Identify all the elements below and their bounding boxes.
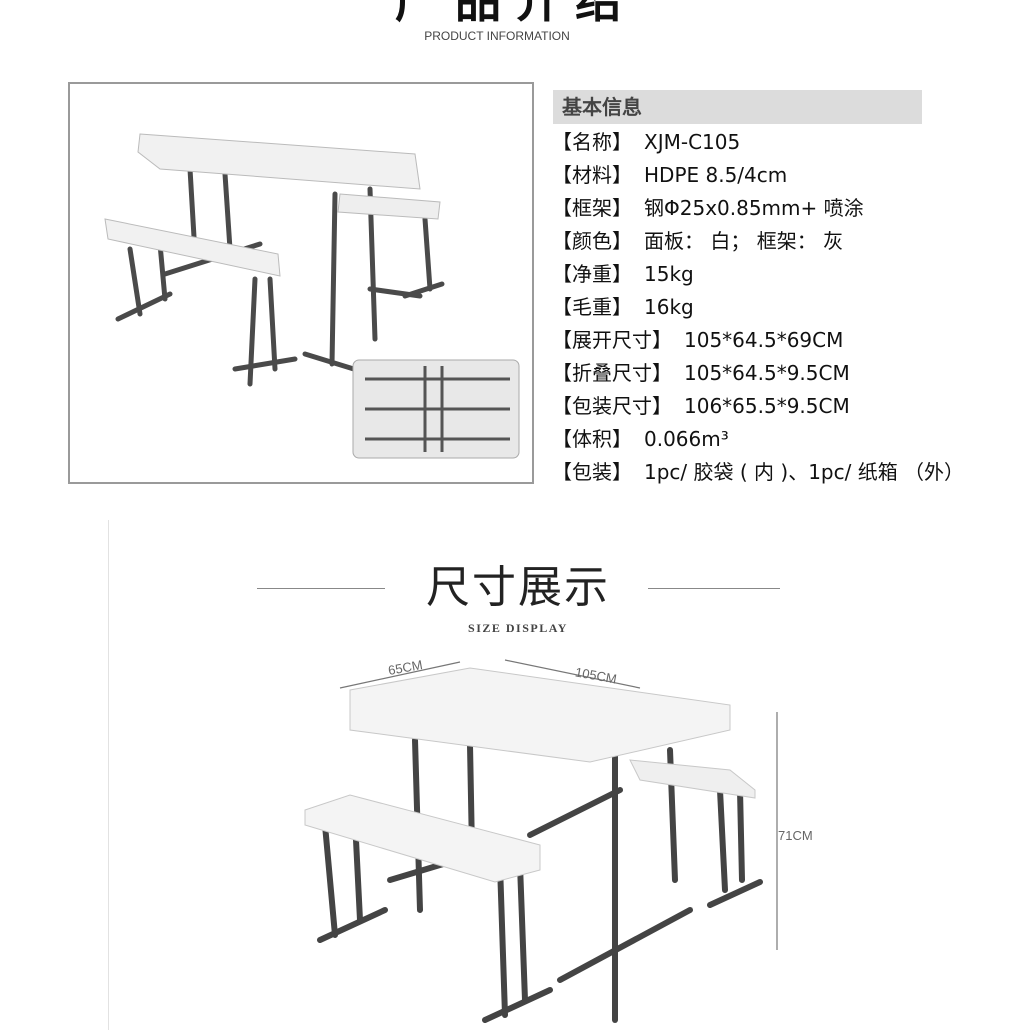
spec-value: 0.066m³ [644, 427, 729, 451]
spec-value: 105*64.5*69CM [684, 328, 844, 352]
spec-value: 105*64.5*9.5CM [684, 361, 850, 385]
spec-label: 【折叠尺寸】 [552, 361, 672, 385]
table-set-illustration [104, 133, 520, 459]
title-rule-right [648, 588, 780, 589]
spec-row: 【框架】钢Φ25x0.85mm+ 喷涂 [552, 195, 864, 221]
size-display-subtitle: SIZE DISPLAY [468, 621, 568, 635]
spec-value: HDPE 8.5/4cm [644, 163, 788, 187]
spec-value: 面板： 白； 框架： 灰 [644, 229, 844, 253]
height-dimension-label: 71CM [778, 828, 813, 843]
spec-label: 【框架】 [552, 196, 632, 220]
size-illustration [290, 650, 810, 1034]
divider [108, 520, 109, 1030]
spec-label: 【颜色】 [552, 229, 632, 253]
product-photo [68, 82, 534, 484]
spec-value: 16kg [644, 295, 694, 319]
spec-row: 【包装】 1pc/ 胶袋 ( 内 )、1pc/ 纸箱 （外） [552, 459, 964, 485]
spec-value: 15kg [644, 262, 694, 286]
spec-row: 【名称】 XJM-C105 [552, 129, 740, 155]
spec-row: 【毛重】 16kg [552, 294, 694, 320]
page-title: 产品介绍 [395, 0, 635, 28]
spec-row: 【包装尺寸】 106*65.5*9.5CM [552, 393, 850, 419]
spec-value: 106*65.5*9.5CM [684, 394, 850, 418]
spec-label: 【净重】 [552, 262, 632, 286]
size-display-title: 尺寸展示 [426, 562, 610, 613]
spec-row: 【净重】 15kg [552, 261, 694, 287]
spec-value: XJM-C105 [644, 130, 741, 154]
spec-heading: 基本信息 [553, 90, 922, 124]
spec-label: 【展开尺寸】 [552, 328, 672, 352]
spec-label: 【名称】 [552, 130, 632, 154]
spec-row: 【折叠尺寸】 105*64.5*9.5CM [552, 360, 850, 386]
spec-row: 【颜色】面板： 白； 框架： 灰 [552, 228, 843, 254]
spec-row: 【体积】 0.066m³ [552, 426, 729, 452]
spec-label: 【包装尺寸】 [552, 394, 672, 418]
page-subtitle: PRODUCT INFORMATION [424, 29, 570, 43]
spec-label: 【毛重】 [552, 295, 632, 319]
spec-row: 【展开尺寸】 105*64.5*69CM [552, 327, 843, 353]
title-rule-left [257, 588, 385, 589]
spec-row: 【材料】 HDPE 8.5/4cm [552, 162, 787, 188]
spec-value: 1pc/ 胶袋 ( 内 )、1pc/ 纸箱 （外） [644, 460, 965, 484]
spec-label: 【材料】 [552, 163, 632, 187]
spec-label: 【包装】 [552, 460, 632, 484]
spec-label: 【体积】 [552, 427, 632, 451]
spec-value: 钢Φ25x0.85mm+ 喷涂 [644, 196, 864, 220]
